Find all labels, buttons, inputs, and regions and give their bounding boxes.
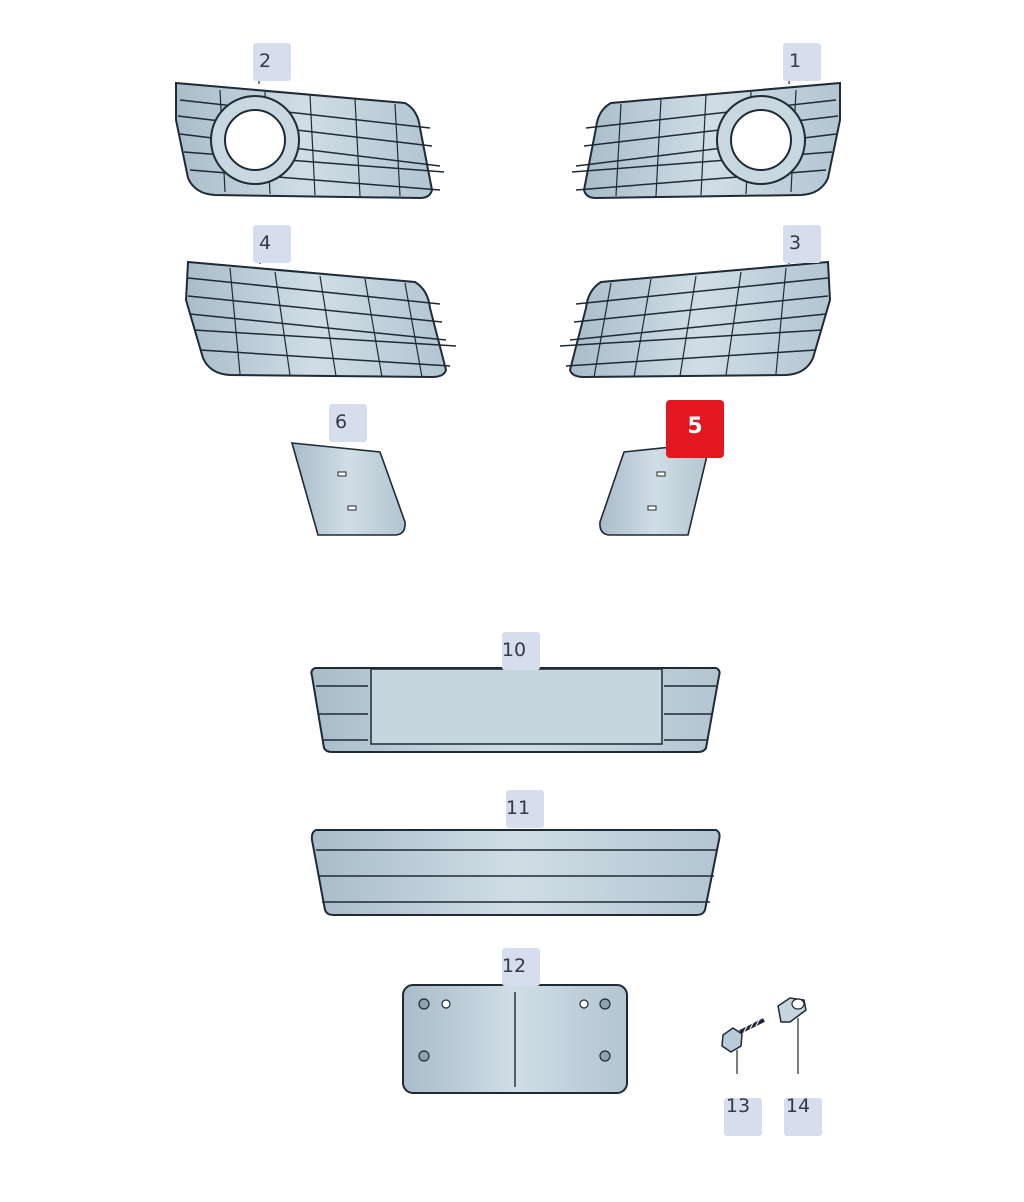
callout-14[interactable]: 14: [784, 1095, 822, 1136]
leader-lines: [258, 60, 799, 1074]
part-12-plate-bracket[interactable]: [402, 984, 628, 1094]
callout-5-selected[interactable]: 5: [666, 400, 724, 458]
callout-12[interactable]: 12: [502, 948, 540, 986]
callout-14-label: 14: [785, 1095, 811, 1117]
part-14-expanding-nut[interactable]: [777, 997, 807, 1023]
part-13-screw[interactable]: [721, 1017, 765, 1053]
callout-11-label: 11: [505, 797, 531, 819]
part-4-grille-left[interactable]: [184, 260, 457, 379]
callout-4-label: 4: [258, 232, 272, 254]
callout-1[interactable]: 1: [783, 43, 821, 81]
callout-13-label: 13: [725, 1095, 751, 1117]
part-10-center-panel[interactable]: [310, 667, 721, 753]
part-11-lower-grille[interactable]: [310, 829, 721, 916]
callout-10[interactable]: 10: [502, 632, 540, 670]
part-6-cover-left[interactable]: [290, 442, 406, 536]
callout-11[interactable]: 11: [506, 790, 544, 828]
callout-12-label: 12: [501, 955, 527, 977]
callout-10-label: 10: [501, 639, 527, 661]
part-5-cover-right[interactable]: [599, 442, 712, 536]
callout-5-label: 5: [687, 414, 703, 439]
callout-2-label: 2: [258, 50, 272, 72]
part-3-grille-right[interactable]: [559, 260, 832, 379]
callout-4[interactable]: 4: [253, 225, 291, 263]
callout-13[interactable]: 13: [724, 1095, 762, 1136]
callout-6-label: 6: [334, 411, 348, 433]
callout-3[interactable]: 3: [783, 225, 821, 263]
part-1-fog-grille-right[interactable]: [571, 81, 841, 200]
callout-3-label: 3: [788, 232, 802, 254]
callout-1-label: 1: [788, 50, 802, 72]
part-2-fog-grille-left[interactable]: [175, 81, 445, 200]
callout-2[interactable]: 2: [253, 43, 291, 81]
callout-6[interactable]: 6: [329, 404, 367, 442]
